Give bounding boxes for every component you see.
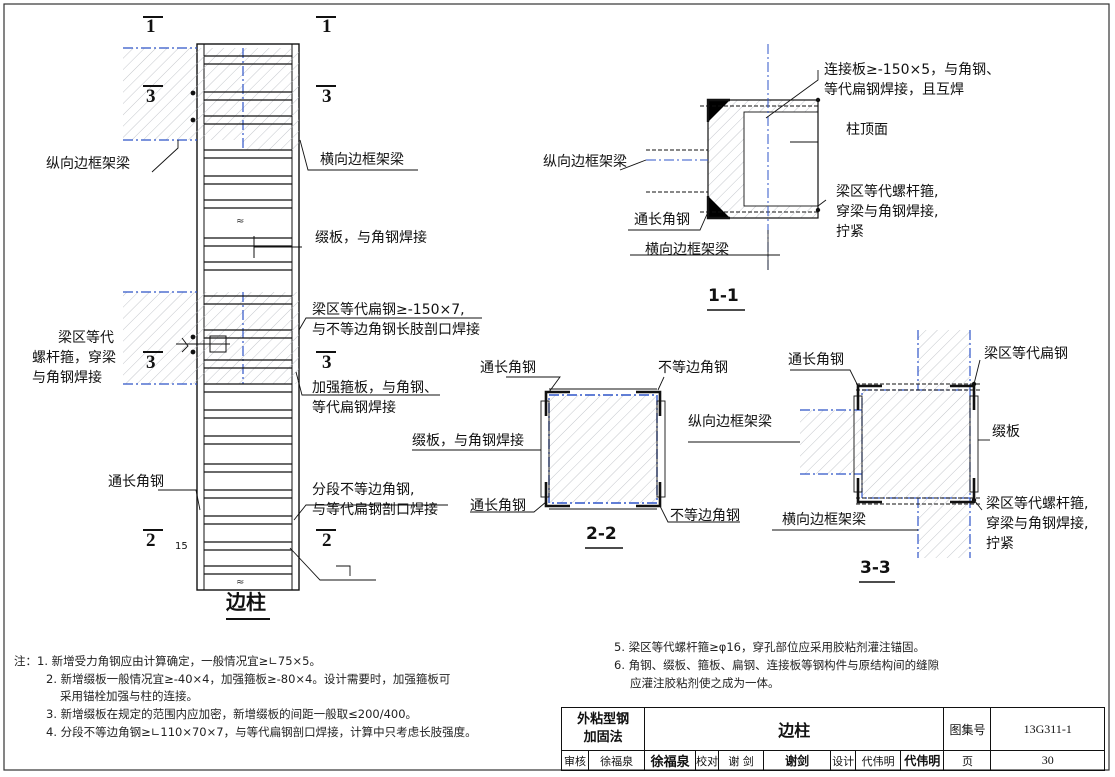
s11-label-conn-1: 连接板≥-150×5，与角钢、 xyxy=(824,62,1001,78)
s33-label-trans-beam: 横向边框架梁 xyxy=(782,512,866,528)
title-block: 外粘型钢 加固法 边柱 图集号 13G311-1 审核 徐福泉 徐福泉 校对 谢… xyxy=(560,707,1105,771)
label-through-angle: 通长角钢 xyxy=(108,474,164,490)
s22-label-unequal-top: 不等边角钢 xyxy=(658,360,728,376)
reviewer-signature: 徐福泉 xyxy=(644,750,697,771)
check-label: 校对 xyxy=(695,750,720,771)
section-mark-2-left: 2 xyxy=(146,530,156,551)
category-line-2: 加固法 xyxy=(583,730,623,745)
reviewer-name: 徐福泉 xyxy=(587,750,646,771)
s11-label-col-top: 柱顶面 xyxy=(846,122,888,138)
elevation-title: 边柱 xyxy=(226,590,266,614)
s33-label-batten: 缀板 xyxy=(992,424,1020,440)
s11-label-bolt-2: 穿梁与角钢焊接, xyxy=(836,204,939,220)
page-number: 30 xyxy=(990,750,1105,771)
note-2b: 采用锚栓加强与柱的连接。 xyxy=(60,689,198,703)
note-4: 4. 分段不等边角钢≥∟110×70×7，与等代扁钢剖口焊接，计算中只考虑长肢强… xyxy=(46,725,477,739)
s33-label-bolt-3: 拧紧 xyxy=(986,536,1014,552)
section-1-1-view xyxy=(619,44,827,311)
section-mark-1-right: 1 xyxy=(322,16,332,37)
checker-signature: 谢剑 xyxy=(763,750,832,771)
section-3-3-title: 3-3 xyxy=(860,558,891,578)
section-1-1-title: 1-1 xyxy=(708,286,739,306)
svg-text:≈: ≈ xyxy=(236,577,244,588)
drawing-title: 边柱 xyxy=(644,707,945,751)
label-batten: 缀板，与角钢焊接 xyxy=(315,230,427,246)
sheet-border xyxy=(3,3,1110,771)
label-bolt-3: 与角钢焊接 xyxy=(32,370,102,386)
section-3-3-view xyxy=(688,330,990,583)
note-2a: 2. 新增缀板一般情况宜≥-40×4，加强箍板≥-80×4。设计需要时，加强箍板… xyxy=(46,672,451,686)
s22-label-unequal-bot: 不等边角钢 xyxy=(670,508,740,524)
s33-label-bolt-2: 穿梁与角钢焊接, xyxy=(986,516,1089,532)
section-mark-3-lower-left: 3 xyxy=(146,352,156,373)
note-6a: 6. 角钢、缀板、箍板、扁钢、连接板等钢构件与原结构间的缝隙 xyxy=(614,658,940,672)
section-mark-3-lower-right: 3 xyxy=(322,352,332,373)
s22-label-through-angle-top: 通长角钢 xyxy=(480,360,536,376)
s33-label-long-beam: 纵向边框架梁 xyxy=(688,414,772,430)
category-line-1: 外粘型钢 xyxy=(577,712,630,727)
s11-label-long-beam: 纵向边框架梁 xyxy=(543,154,627,170)
elevation-title-underline xyxy=(226,618,270,620)
checker-name: 谢 剑 xyxy=(718,750,765,771)
atlas-number: 13G311-1 xyxy=(990,707,1105,751)
section-mark-2-right: 2 xyxy=(322,530,332,551)
label-flat-steel-2: 与不等边角钢长肢剖口焊接 xyxy=(312,322,480,338)
s22-label-through-angle-bot: 通长角钢 xyxy=(470,498,526,514)
section-mark-1-left: 1 xyxy=(146,16,156,37)
atlas-label: 图集号 xyxy=(943,707,992,751)
s11-label-conn-2: 等代扁钢焊接，且互焊 xyxy=(824,82,964,98)
s33-label-bolt-1: 梁区等代螺杆箍, xyxy=(986,496,1089,512)
label-long-beam: 纵向边框架梁 xyxy=(46,156,130,172)
review-label: 审核 xyxy=(561,750,589,771)
note-6b: 应灌注胶粘剂使之成为一体。 xyxy=(630,676,780,690)
section-2-2-title: 2-2 xyxy=(586,524,617,544)
label-seg-angle-1: 分段不等边角钢, xyxy=(312,482,415,498)
note-1: 注：1. 新增受力角钢应由计算确定，一般情况宜≥∟75×5。 xyxy=(14,654,321,668)
svg-text:≈: ≈ xyxy=(236,216,244,227)
note-3: 3. 新增缀板在规定的范围内应加密，新增缀板的间距一般取≤200/400。 xyxy=(46,707,418,721)
label-trans-beam: 横向边框架梁 xyxy=(320,152,404,168)
section-2-2-view xyxy=(412,376,740,549)
label-hoop-2: 等代扁钢焊接 xyxy=(312,400,396,416)
s22-label-batten: 缀板，与角钢焊接 xyxy=(412,433,524,449)
section-mark-3-upper-left: 3 xyxy=(146,86,156,107)
elevation-view: ≈ ≈ xyxy=(123,16,482,591)
s11-label-bolt-1: 梁区等代螺杆箍, xyxy=(836,184,939,200)
dimension-15: 15 xyxy=(175,541,188,552)
label-bolt-2: 螺杆箍，穿梁 xyxy=(32,350,116,366)
s33-label-through-angle: 通长角钢 xyxy=(788,352,844,368)
design-label: 设计 xyxy=(830,750,857,771)
s33-label-flat-steel: 梁区等代扁钢 xyxy=(984,346,1068,362)
note-5: 5. 梁区等代螺杆箍≥φ16，穿孔部位应采用胶粘剂灌注锚固。 xyxy=(614,640,925,654)
designer-signature: 代伟明 xyxy=(900,750,945,771)
title-block-category: 外粘型钢 加固法 xyxy=(560,707,646,751)
designer-name: 代伟明 xyxy=(855,750,902,771)
s11-label-trans-beam: 横向边框架梁 xyxy=(645,242,729,258)
section-mark-3-upper-right: 3 xyxy=(322,86,332,107)
label-flat-steel-1: 梁区等代扁钢≥-150×7, xyxy=(312,302,465,318)
s11-label-through-angle: 通长角钢 xyxy=(634,212,690,228)
label-bolt-1: 梁区等代 xyxy=(58,330,114,346)
page-label: 页 xyxy=(943,750,992,771)
s11-label-bolt-3: 拧紧 xyxy=(836,224,864,240)
label-hoop-1: 加强箍板，与角钢、 xyxy=(312,380,438,396)
label-seg-angle-2: 与等代扁钢剖口焊接 xyxy=(312,502,438,518)
